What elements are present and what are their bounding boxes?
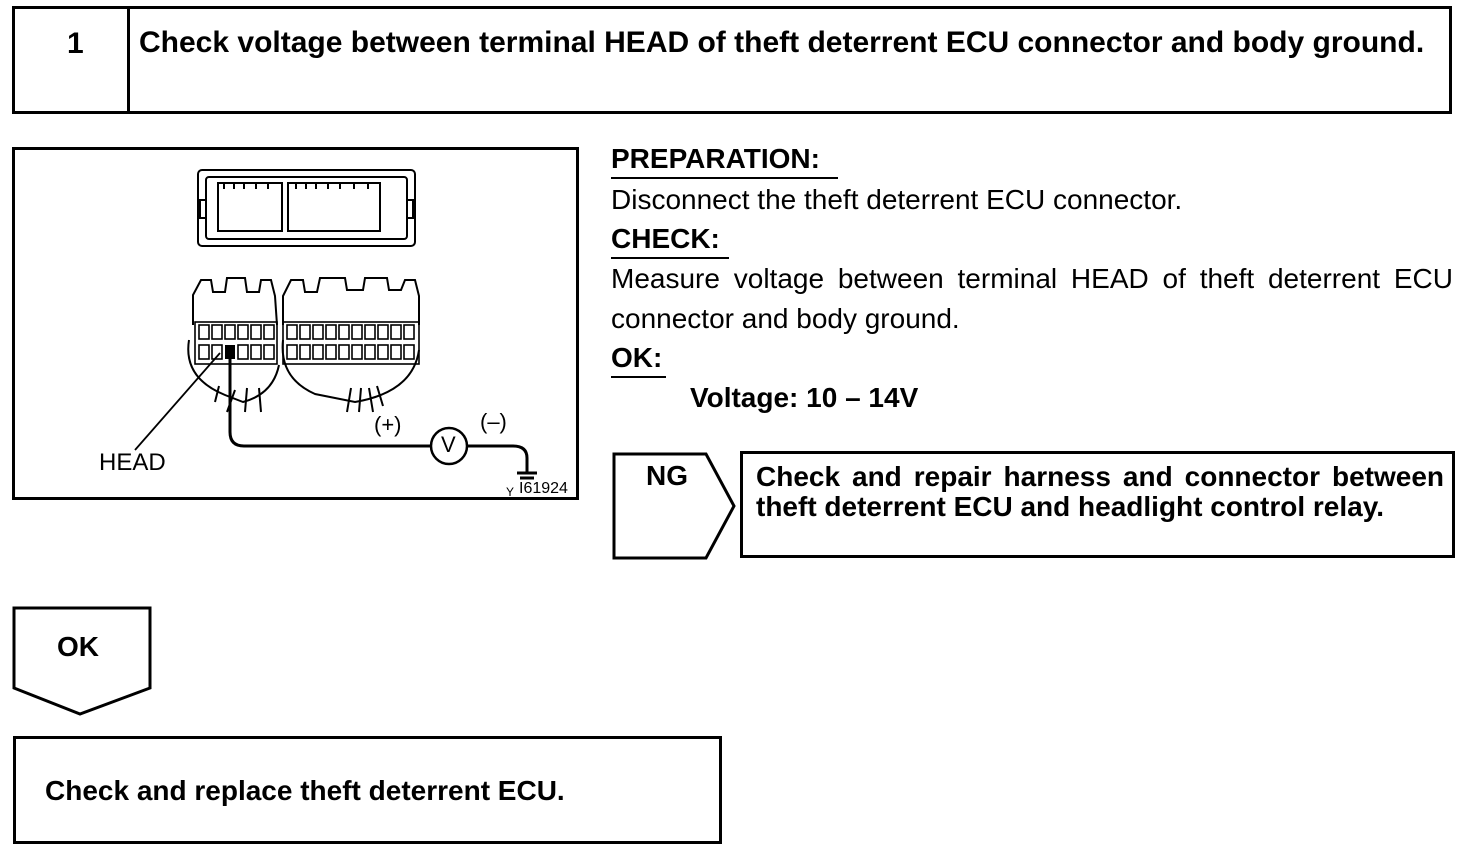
negative-probe-lead: [467, 444, 529, 473]
ok-tag: OK: [12, 606, 152, 718]
ok-spec-value: Voltage: 10 – 14V: [690, 382, 919, 413]
ok-action-text: Check and replace theft deterrent ECU.: [45, 775, 565, 806]
ok-spec-heading: OK:: [611, 342, 663, 373]
ng-label: NG: [646, 460, 688, 491]
negative-probe-label: (–): [480, 409, 507, 434]
connector-drawing: [134, 169, 537, 480]
ok-label: OK: [57, 631, 99, 662]
connector-diagram: HEAD (+) (–) V I61924 Y: [12, 147, 579, 500]
ng-action-box: Check and repair harness and connector b…: [740, 451, 1455, 558]
head-terminal-label: HEAD: [99, 449, 166, 476]
preparation-text: Disconnect the theft deterrent ECU conne…: [611, 184, 1183, 215]
step-header: 1 Check voltage between terminal HEAD of…: [12, 6, 1452, 114]
figure-corner-mark: Y: [506, 485, 515, 499]
ok-action-box: Check and replace theft deterrent ECU.: [13, 736, 722, 844]
preparation-heading: PREPARATION:: [611, 143, 820, 174]
preparation-underline: [611, 177, 838, 179]
check-text: Measure voltage between terminal HEAD of…: [611, 263, 1453, 334]
ok-spec-underline: [611, 376, 666, 378]
positive-probe-label: (+): [374, 412, 402, 437]
check-heading: CHECK:: [611, 223, 720, 254]
ng-arrow-shape: [612, 452, 736, 560]
ng-action-text: Check and repair harness and connector b…: [756, 461, 1444, 522]
voltmeter-label: V: [441, 432, 456, 457]
head-terminal: [225, 345, 235, 359]
head-leader-line: [134, 352, 221, 451]
check-underline: [611, 257, 729, 259]
step-number-cell: 1: [15, 9, 130, 111]
ground-symbol: [517, 471, 537, 480]
positive-probe-lead: [228, 355, 431, 448]
step-title: Check voltage between terminal HEAD of t…: [139, 26, 1425, 59]
ok-arrow-shape: [12, 606, 152, 716]
ng-tag: NG: [612, 452, 737, 560]
voltmeter-symbol: [429, 426, 469, 466]
step-number: 1: [67, 27, 84, 60]
figure-id: I61924: [519, 480, 568, 497]
